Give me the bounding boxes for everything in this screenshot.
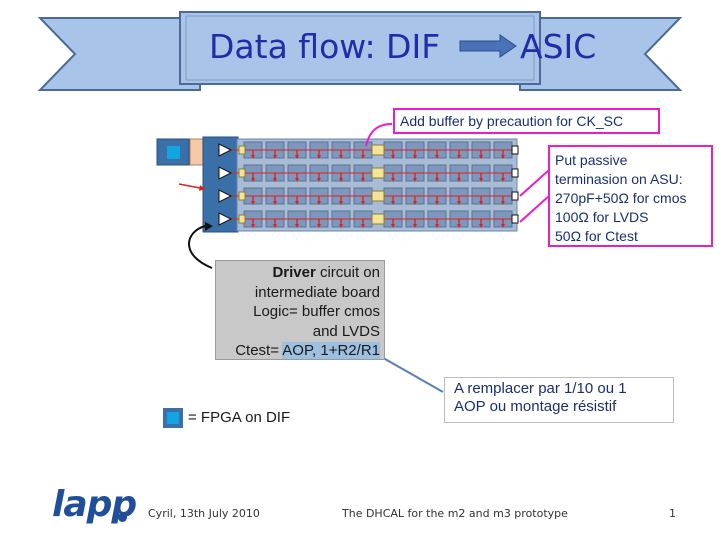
remplacer-line: AOP ou montage résistif — [454, 398, 617, 415]
signal-arrow-icon — [457, 155, 461, 159]
signal-arrow-icon — [361, 155, 365, 159]
signal-arrow-icon — [391, 224, 395, 228]
termination-callout: Put passive terminasion on ASU: 270pF+50… — [548, 145, 713, 247]
signal-arrow-icon — [435, 155, 439, 159]
signal-arrow-icon — [295, 224, 299, 228]
signal-arrow-icon — [317, 178, 321, 182]
signal-arrow-icon — [479, 178, 483, 182]
signal-arrow-icon — [251, 155, 255, 159]
signal-arrow-icon — [391, 178, 395, 182]
signal-arrow-icon — [339, 178, 343, 182]
termination-line: 50Ω for Ctest — [555, 228, 638, 244]
termination-line: terminasion on ASU: — [555, 171, 683, 187]
termination-icon — [511, 191, 519, 201]
driver-description-box: Driver circuit on intermediate board Log… — [215, 260, 385, 360]
repeater-buffer — [371, 167, 385, 179]
signal-arrow-icon — [435, 224, 439, 228]
driver-line2: intermediate board — [254, 283, 380, 301]
signal-arrow-icon — [501, 155, 505, 159]
termination-icon — [511, 145, 519, 155]
signal-arrow-icon — [273, 178, 277, 182]
signal-arrow-icon — [339, 224, 343, 228]
title-arrow-icon — [459, 34, 517, 58]
signal-arrow-icon — [317, 155, 321, 159]
fpga-legend-label: = FPGA on DIF — [188, 409, 291, 426]
signal-arrow-icon — [391, 155, 395, 159]
signal-arrow-icon — [251, 201, 255, 205]
signal-arrow-icon — [251, 178, 255, 182]
termination-line: Put passive — [555, 152, 628, 168]
fpga-legend-icon — [163, 408, 183, 428]
repeater-buffer — [371, 190, 385, 202]
signal-arrow-icon — [457, 201, 461, 205]
termination-icon — [511, 168, 519, 178]
signal-arrow-icon — [361, 201, 365, 205]
buffer-callout: Add buffer by precaution for CK_SC — [393, 108, 660, 134]
buffer-callout-text: Add buffer by precaution for CK_SC — [400, 113, 624, 129]
signal-arrow-icon — [317, 224, 321, 228]
input-pad — [238, 191, 246, 201]
signal-arrow-icon — [339, 155, 343, 159]
signal-arrow-icon — [339, 201, 343, 205]
signal-arrow-icon — [457, 178, 461, 182]
signal-arrow-icon — [251, 224, 255, 228]
signal-arrow-icon — [273, 201, 277, 205]
termination-icon — [511, 214, 519, 224]
driver-bold-label: Driver — [272, 264, 316, 281]
buffer-icon — [218, 166, 233, 180]
driver-line4: and LVDS — [312, 322, 380, 340]
lapp-logo-dot — [118, 513, 127, 522]
signal-arrow-icon — [501, 178, 505, 182]
buffer-icon — [218, 143, 233, 157]
signal-arrow-icon — [501, 201, 505, 205]
signal-arrow-icon — [435, 178, 439, 182]
buffer-icon — [218, 189, 233, 203]
signal-arrow-icon — [435, 201, 439, 205]
signal-arrow-icon — [317, 201, 321, 205]
remplacer-line: A remplacer par 1/10 ou 1 — [454, 380, 627, 397]
signal-arrow-icon — [479, 224, 483, 228]
driver-line1: circuit on — [315, 264, 380, 281]
signal-arrow-icon — [295, 155, 299, 159]
signal-arrow-icon — [361, 178, 365, 182]
signal-arrow-icon — [413, 178, 417, 182]
footer-author-date: Cyril, 13th July 2010 — [148, 507, 260, 520]
termination-line: 100Ω for LVDS — [555, 209, 649, 225]
repeater-buffer — [371, 144, 385, 156]
signal-arrow-icon — [295, 178, 299, 182]
repeater-buffer — [371, 213, 385, 225]
input-pad — [238, 145, 246, 155]
footer-page-number: 1 — [669, 507, 676, 520]
driver-line5-prefix: Ctest= — [235, 342, 283, 359]
input-pad — [238, 168, 246, 178]
footer-presentation-title: The DHCAL for the m2 and m3 prototype — [342, 507, 568, 520]
buffer-icon — [218, 212, 233, 226]
signal-arrow-icon — [273, 224, 277, 228]
signal-arrow-icon — [479, 155, 483, 159]
driver-line5-highlight: AOP, 1+R2/R1 — [282, 342, 380, 359]
signal-arrow-icon — [391, 201, 395, 205]
title-right: ASIC — [520, 27, 597, 66]
signal-arrow-icon — [457, 224, 461, 228]
title-left: Data flow: DIF — [209, 27, 441, 66]
signal-arrow-icon — [273, 155, 277, 159]
remplacer-note: A remplacer par 1/10 ou 1 AOP ou montage… — [444, 377, 674, 423]
signal-arrow-icon — [479, 201, 483, 205]
signal-arrow-icon — [413, 224, 417, 228]
signal-arrow-icon — [413, 201, 417, 205]
signal-arrow-icon — [501, 224, 505, 228]
signal-arrow-icon — [413, 155, 417, 159]
termination-line: 270pF+50Ω for cmos — [555, 190, 687, 206]
input-pad — [238, 214, 246, 224]
signal-arrow-icon — [361, 224, 365, 228]
driver-line3: Logic= buffer cmos — [253, 303, 380, 320]
signal-arrow-icon — [295, 201, 299, 205]
